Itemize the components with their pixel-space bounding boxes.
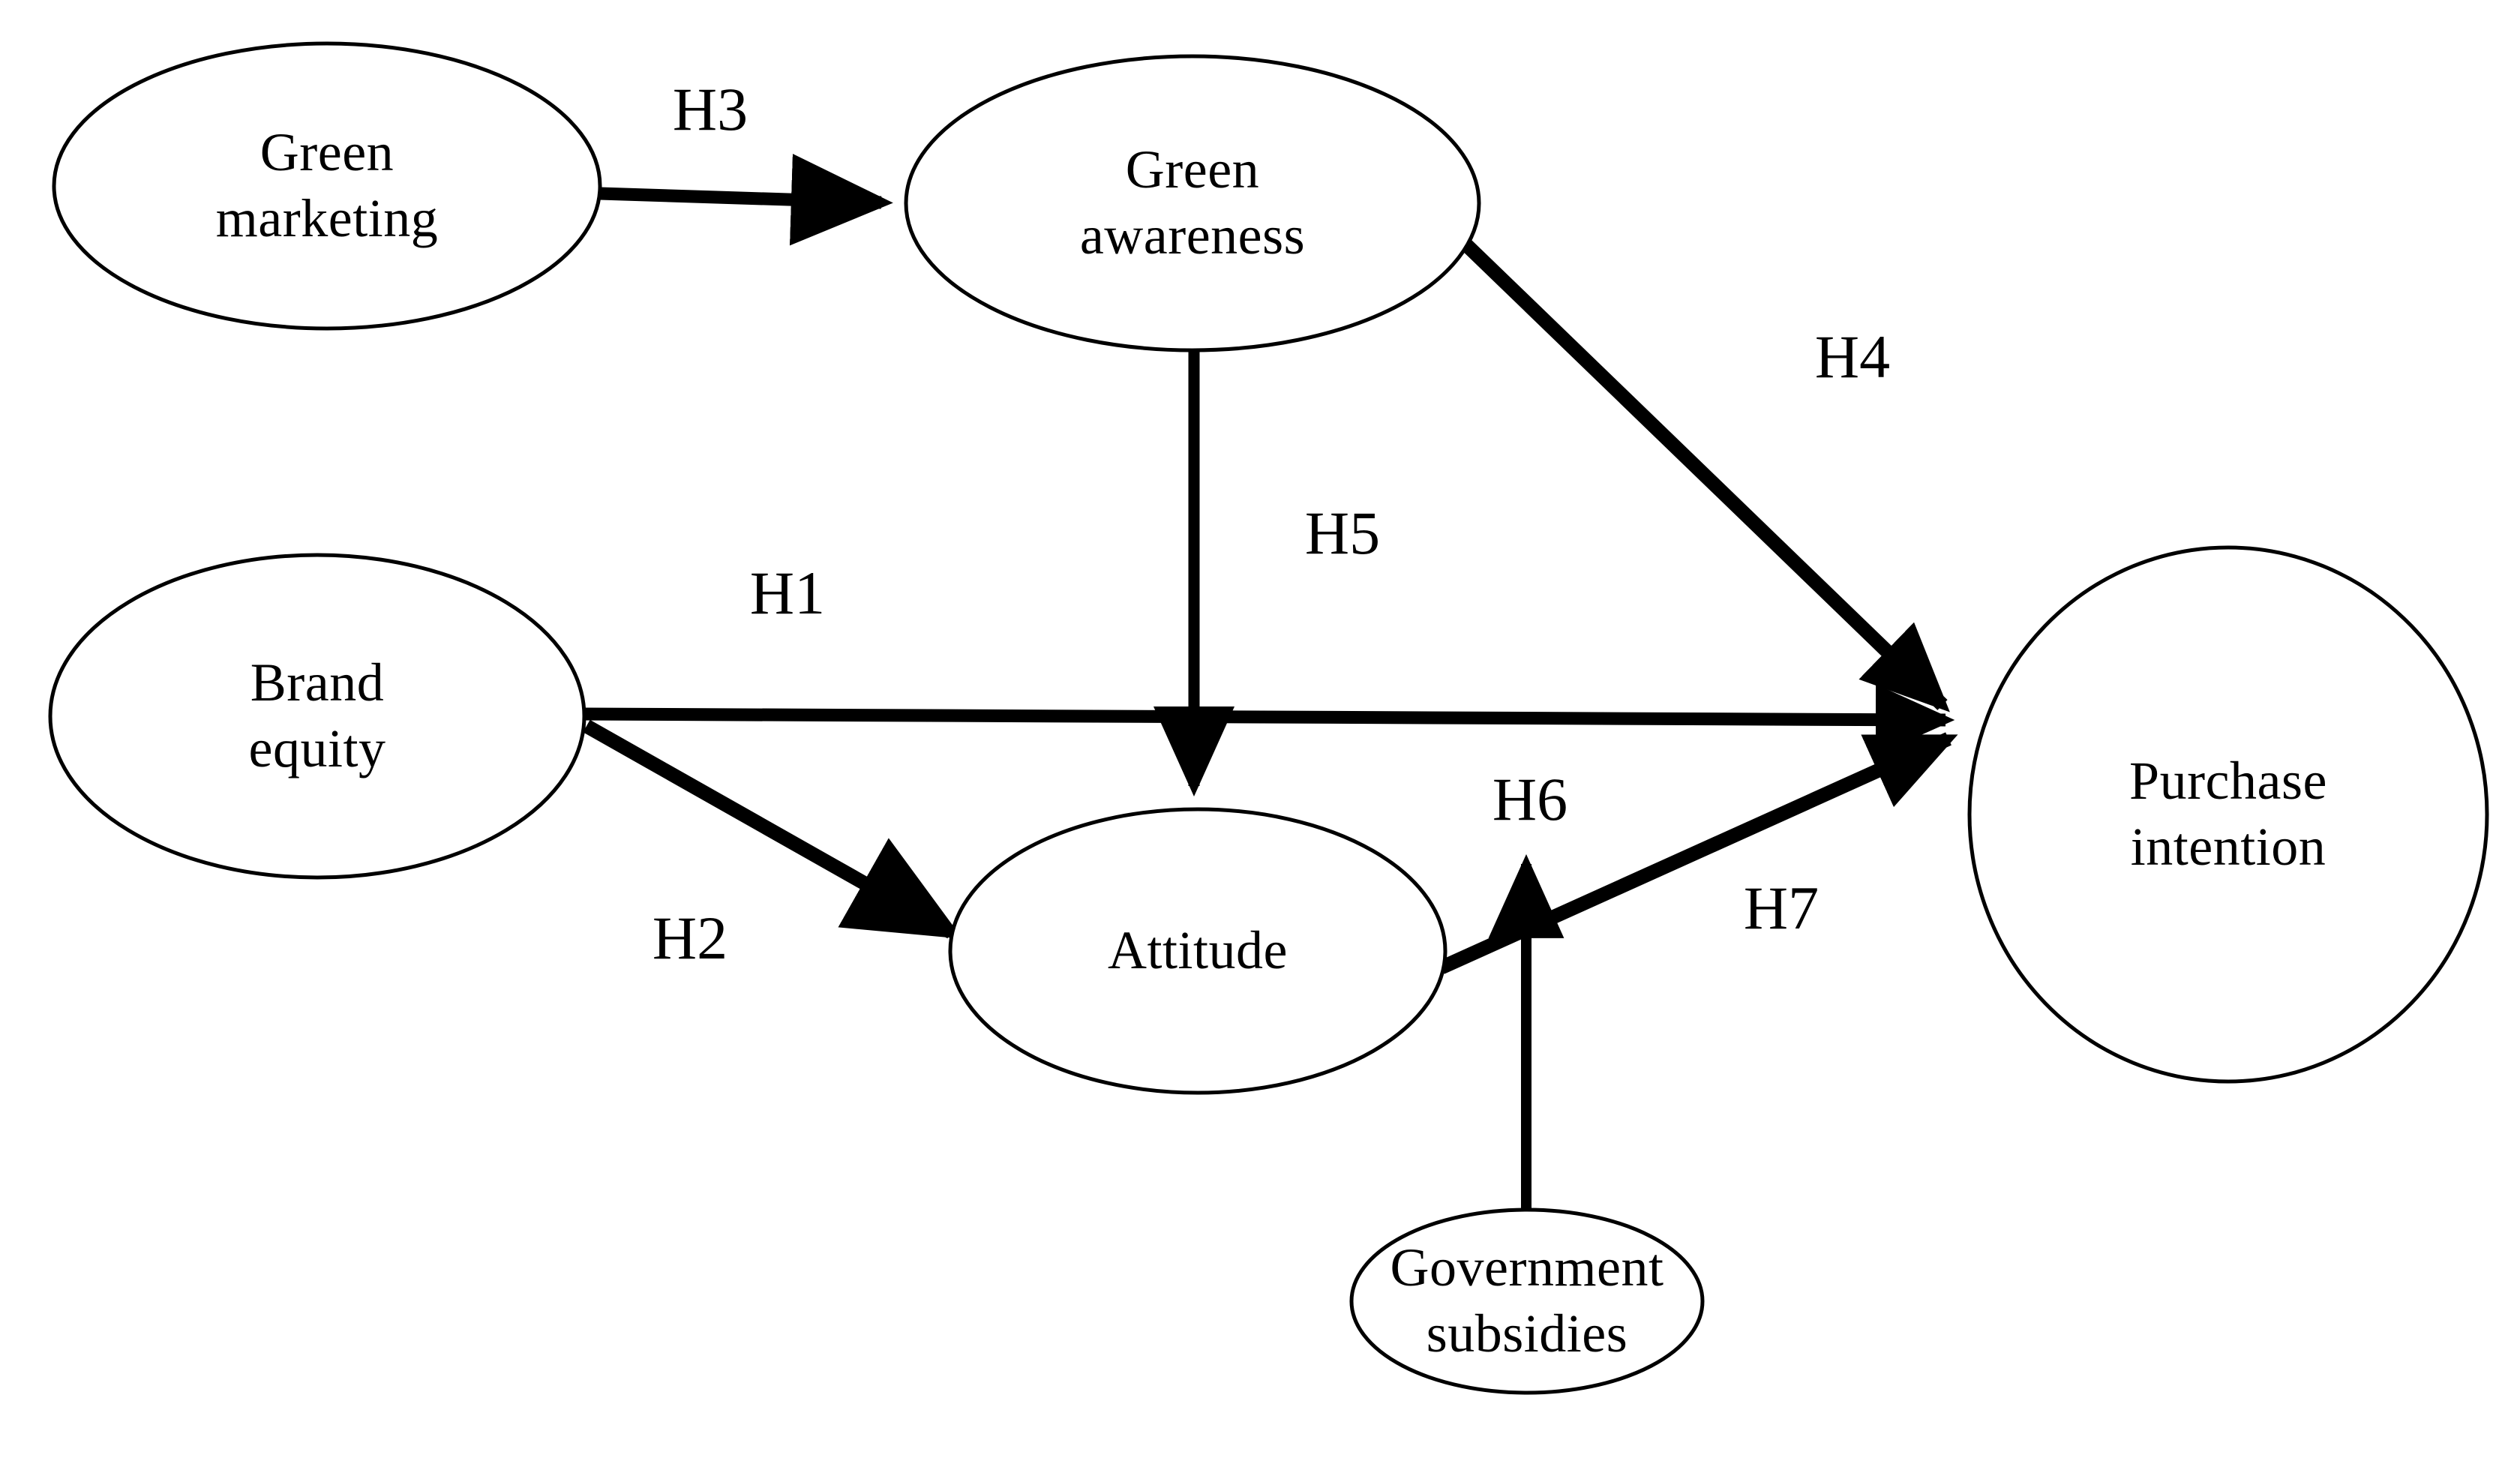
- node-purchase-intention[interactable]: [1967, 545, 2489, 1084]
- edge-h3: [599, 153, 893, 246]
- edge-label-h4: H4: [1814, 322, 1891, 391]
- edge-label-h5: H5: [1304, 499, 1381, 567]
- node-brand-equity[interactable]: [48, 553, 586, 880]
- edge-label-h1: H1: [749, 559, 826, 627]
- node-attitude[interactable]: [948, 807, 1448, 1095]
- edge-label-h2: H2: [652, 904, 728, 972]
- edge-h1: [580, 684, 1955, 756]
- edge-label-h7: H7: [1743, 874, 1820, 942]
- node-green-awareness[interactable]: [904, 54, 1481, 352]
- edge-label-h3: H3: [672, 75, 748, 143]
- node-green-marketing[interactable]: [52, 41, 602, 331]
- node-government-subsidies[interactable]: [1349, 1208, 1705, 1395]
- edge-h4: [1402, 182, 1950, 712]
- edge-h2: [583, 719, 963, 939]
- edge-label-h6: H6: [1492, 765, 1568, 833]
